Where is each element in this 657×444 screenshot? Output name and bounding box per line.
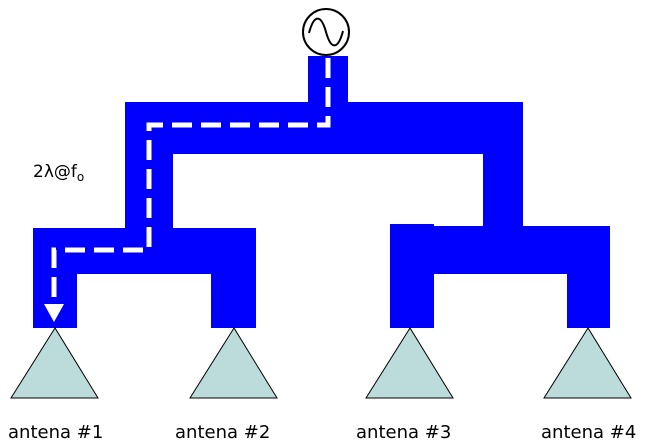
- path-length-subscript: o: [77, 170, 84, 184]
- drop-antenna-2: [211, 228, 256, 328]
- antennas: [10, 327, 632, 399]
- antenna-4-icon: [543, 327, 632, 399]
- antenna-1-icon: [10, 327, 99, 399]
- signal-path-line: [51, 58, 331, 305]
- top-trunk: [125, 102, 523, 154]
- feed-network: [33, 56, 610, 328]
- right-branch-vertical: [483, 102, 523, 244]
- path-length-main: 2λ@f: [33, 162, 78, 182]
- ac-source-icon: [302, 8, 350, 56]
- antenna-2-icon: [189, 327, 278, 399]
- antenna-2-label: antena #2: [175, 422, 270, 443]
- drop-antenna-3: [390, 224, 434, 328]
- signal-path: [44, 58, 331, 322]
- antenna-4-label: antena #4: [541, 422, 636, 443]
- path-length-label: 2λ@fo: [33, 162, 84, 184]
- antenna-1-label: antena #1: [8, 422, 103, 443]
- arrow-down-icon: [44, 304, 64, 322]
- drop-antenna-4: [567, 226, 610, 328]
- antenna-3-label: antena #3: [356, 422, 451, 443]
- antenna-3-icon: [365, 327, 454, 399]
